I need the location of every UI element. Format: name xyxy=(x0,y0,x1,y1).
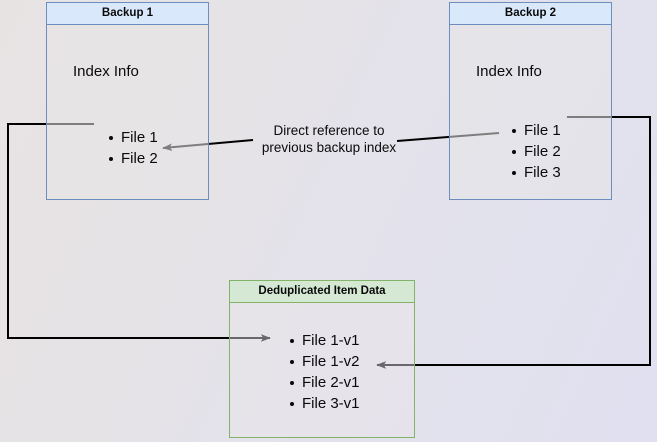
list-item: File 2-v1 xyxy=(290,374,360,391)
node-backup1-index-label: Index Info xyxy=(73,63,139,80)
node-deduplicated-item-data[interactable]: Deduplicated Item Data File 1-v1 File 1-… xyxy=(229,280,415,438)
node-backup2-index-label: Index Info xyxy=(476,63,542,80)
list-item: File 1-v1 xyxy=(290,332,360,349)
node-backup2-title: Backup 2 xyxy=(450,3,611,25)
node-dedup-body: File 1-v1 File 1-v2 File 2-v1 File 3-v1 xyxy=(230,303,414,437)
list-item: File 1 xyxy=(512,122,561,139)
node-backup2[interactable]: Backup 2 Index Info File 1 File 2 File 3 xyxy=(449,2,612,200)
node-backup1-file-list: File 1 File 2 xyxy=(103,127,158,169)
list-item: File 2 xyxy=(109,150,158,167)
node-backup1-body: Index Info File 1 File 2 xyxy=(47,25,208,199)
node-backup2-file-list: File 1 File 2 File 3 xyxy=(506,120,561,183)
node-dedup-title: Deduplicated Item Data xyxy=(230,281,414,303)
edge-label-direct-reference: Direct reference to previous backup inde… xyxy=(261,123,397,155)
node-backup1-title: Backup 1 xyxy=(47,3,208,25)
node-backup2-body: Index Info File 1 File 2 File 3 xyxy=(450,25,611,199)
list-item: File 3-v1 xyxy=(290,395,360,412)
list-item: File 1-v2 xyxy=(290,353,360,370)
list-item: File 1 xyxy=(109,129,158,146)
node-dedup-file-list: File 1-v1 File 1-v2 File 2-v1 File 3-v1 xyxy=(284,330,360,414)
list-item: File 3 xyxy=(512,164,561,181)
list-item: File 2 xyxy=(512,143,561,160)
node-backup1[interactable]: Backup 1 Index Info File 1 File 2 xyxy=(46,2,209,200)
